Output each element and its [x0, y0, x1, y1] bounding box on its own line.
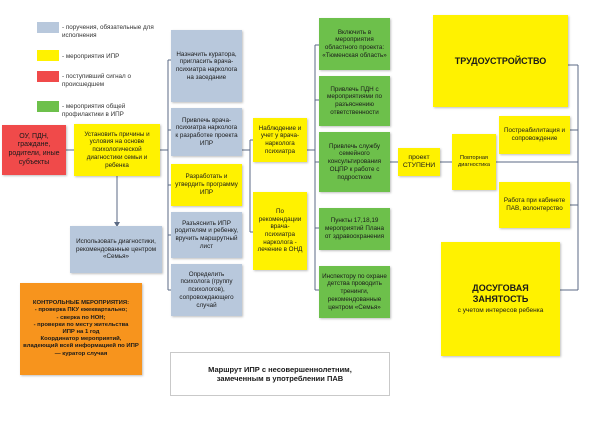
observation-label: Наблюдение и учет у врача-нарколога псих…	[258, 124, 302, 155]
signal-sources-box: ОУ, ПДН, граждане, родители, иные субъек…	[2, 125, 66, 175]
legend-swatch-blue	[37, 22, 59, 33]
control-measures-title: КОНТРОЛЬНЫЕ МЕРОПРИЯТИЯ:	[32, 300, 130, 307]
employment-box: ТРУДОУСТРОЙСТВО	[433, 15, 568, 107]
signal-sources-label: ОУ, ПДН, граждане, родители, иные субъек…	[8, 132, 60, 166]
observation-box: Наблюдение и учет у врача-нарколога псих…	[253, 118, 307, 162]
assign-psychologist-label: Определить психолога (группу психологов)…	[179, 270, 234, 309]
pdn-involve-box: Привлечь ПДН с мероприятиями по разъясне…	[319, 76, 390, 126]
regional-project-box: Включить в мероприятия областного проект…	[319, 18, 390, 70]
control-measure-4: ИПР на 1 год	[62, 329, 100, 335]
work-pav-box: Работа при кабинете ПАВ, волонтерство	[499, 182, 570, 228]
assign-psychologist-box: Определить психолога (группу психологов)…	[171, 264, 242, 316]
legend-swatch-yellow	[37, 50, 59, 61]
control-measure-3: - проверки по месту жительства	[33, 321, 129, 328]
points-plan-label: Пункты 17,18,19 мероприятий Плана от здр…	[324, 217, 385, 240]
diagram-caption: Маршрут ИПР с несовершеннолетним, замече…	[170, 352, 390, 396]
employment-label: ТРУДОУСТРОЙСТВО	[454, 55, 547, 66]
appoint-curator-label: Назначить куратора, пригласить врача-пси…	[175, 50, 238, 81]
develop-program-box: Разработать и утвердить программу ИПР	[171, 164, 242, 206]
legend-swatch-red	[37, 71, 59, 82]
leisure-subtitle: с учетом интересов ребенка	[457, 307, 544, 314]
caption-line-1: Маршрут ИПР с несовершеннолетним,	[208, 364, 352, 374]
involve-psychiatrist-box: Привлечь врача-психиатра нарколога к раз…	[171, 108, 242, 156]
family-service-box: Привлечь службу семейного консультирован…	[319, 132, 390, 192]
treatment-label: По рекомендации врача-психиатра нарколог…	[257, 207, 303, 254]
control-measure-1: - проверка ПКУ ежеквартально;	[34, 307, 128, 314]
regional-project-label: Включить в мероприятия областного проект…	[322, 28, 387, 59]
points-plan-box: Пункты 17,18,19 мероприятий Плана от здр…	[319, 208, 390, 250]
family-service-label: Привлечь службу семейного консультирован…	[327, 142, 381, 181]
use-diagnostics-label: Использовать диагностики, рекомендованны…	[75, 237, 157, 261]
repeat-diagnostics-label: Повторная диагностика	[458, 155, 490, 168]
project-steps-box: проект СТУПЕНИ	[398, 148, 440, 176]
work-pav-label: Работа при кабинете ПАВ, волонтерство	[503, 197, 566, 212]
postrehab-label: Постреабилитация и сопровождение	[504, 127, 565, 142]
caption-line-2: замеченным в употреблении ПАВ	[216, 374, 344, 383]
treatment-box: По рекомендации врача-психиатра нарколог…	[253, 192, 307, 270]
use-diagnostics-box: Использовать диагностики, рекомендованны…	[70, 226, 162, 273]
inspector-box: Инспектору по охране детства проводить т…	[319, 266, 390, 318]
involve-psychiatrist-label: Привлечь врача-психиатра нарколога к раз…	[175, 116, 238, 147]
establish-causes-label: Установить причины и условия на основе п…	[84, 130, 150, 169]
inspector-label: Инспектору по охране детства проводить т…	[322, 272, 387, 311]
explain-ipr-box: Разъяснить ИПР родителям и ребенку, вруч…	[171, 212, 242, 258]
leisure-title: ДОСУГОВАЯ ЗАНЯТОСТЬ	[472, 283, 529, 305]
legend-label-green: - мероприятия общей профилактики в ИПР	[62, 103, 126, 118]
establish-causes-box: Установить причины и условия на основе п…	[74, 124, 160, 176]
project-steps-label: проект СТУПЕНИ	[402, 153, 436, 169]
control-measure-5: Координатор мероприятий, владеющий всей …	[23, 336, 139, 357]
legend-label-blue: - поручения, обязательные для исполнения	[62, 24, 154, 39]
develop-program-label: Разработать и утвердить программу ИПР	[175, 173, 238, 196]
repeat-diagnostics-box: Повторная диагностика	[452, 134, 496, 190]
control-measure-2: - сверка по НОН;	[56, 314, 106, 321]
legend-label-red: - поступивший сигнал о происшедшем	[62, 73, 131, 88]
legend-label-yellow: - мероприятия ИПР	[62, 53, 120, 60]
pdn-involve-label: Привлечь ПДН с мероприятиями по разъясне…	[327, 85, 382, 116]
appoint-curator-box: Назначить куратора, пригласить врача-пси…	[171, 30, 242, 102]
postrehab-box: Постреабилитация и сопровождение	[499, 116, 570, 154]
explain-ipr-label: Разъяснить ИПР родителям и ребенку, вруч…	[174, 219, 239, 250]
legend-swatch-green	[37, 101, 59, 112]
leisure-box: ДОСУГОВАЯ ЗАНЯТОСТЬ с учетом интересов р…	[441, 242, 560, 356]
control-measures-box: КОНТРОЛЬНЫЕ МЕРОПРИЯТИЯ: - проверка ПКУ …	[20, 283, 142, 375]
